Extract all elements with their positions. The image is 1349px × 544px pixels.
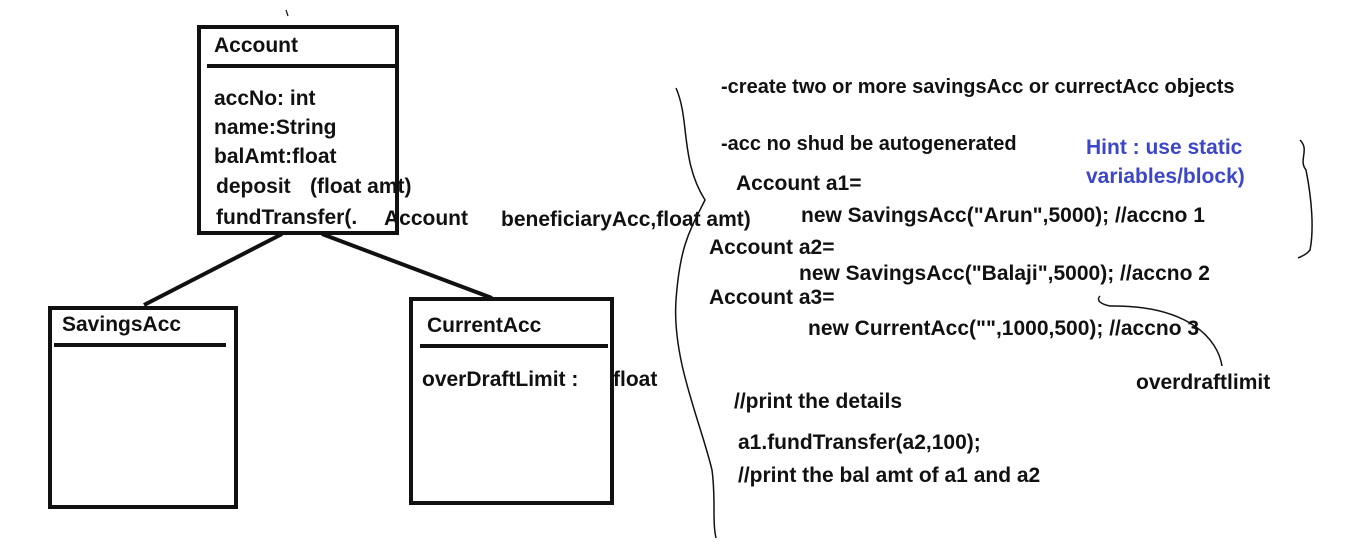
code-a2-new: new SavingsAcc("Balaji",5000); //accno 2 [799, 262, 1210, 285]
current-class-box [409, 297, 614, 505]
inheritance-line-savings [143, 232, 283, 307]
current-class-title: CurrentAcc [427, 314, 542, 337]
current-member-overdraft: overDraftLimit : [422, 368, 579, 391]
beneficiary-args-text: beneficiaryAcc,float amt) [501, 208, 751, 231]
overdraft-pointer-stroke [1097, 295, 1223, 367]
note-create-objects: -create two or more savingsAcc or currec… [721, 76, 1235, 98]
savings-class-box [48, 306, 238, 509]
account-class-separator [207, 64, 395, 68]
note-autogen: -acc no shud be autogenerated [721, 133, 1017, 155]
hint-line-2: variables/block) [1086, 165, 1245, 188]
account-member-name: name:String [214, 116, 337, 139]
account-member-deposit-args: (float amt) [310, 175, 412, 198]
right-brace-stroke [1297, 139, 1313, 259]
overdraft-annotation: overdraftlimit [1136, 371, 1271, 394]
code-a1-new: new SavingsAcc("Arun",5000); //accno 1 [801, 204, 1205, 227]
code-a1-decl: Account a1= [736, 172, 862, 195]
small-tick-mark [285, 9, 289, 17]
code-fund-transfer-call: a1.fundTransfer(a2,100); [738, 431, 981, 454]
comment-print-bal: //print the bal amt of a1 and a2 [738, 464, 1041, 487]
savings-class-title: SavingsAcc [62, 313, 182, 336]
left-brace-stroke [674, 87, 717, 539]
account-member-deposit: deposit [216, 175, 291, 198]
account-member-fundtransfer: fundTransfer(. [216, 206, 358, 229]
account-member-balamt: balAmt:float [214, 145, 337, 168]
account-class-box [197, 25, 399, 235]
code-a3-decl: Account a3= [709, 286, 835, 309]
current-class-separator [420, 344, 608, 348]
account-member-accno: accNo: int [214, 87, 316, 110]
comment-print-details: //print the details [734, 390, 903, 413]
inheritance-line-current [321, 232, 493, 300]
code-a3-new: new CurrentAcc("",1000,500); //accno 3 [808, 317, 1200, 340]
current-member-overdraft-type: float [613, 368, 658, 391]
account-member-fundtransfer-type: Account [384, 207, 468, 230]
code-a2-decl: Account a2= [709, 236, 835, 259]
account-class-title: Account [214, 34, 298, 57]
savings-class-separator [54, 343, 226, 347]
hint-line-1: Hint : use static [1086, 136, 1243, 159]
